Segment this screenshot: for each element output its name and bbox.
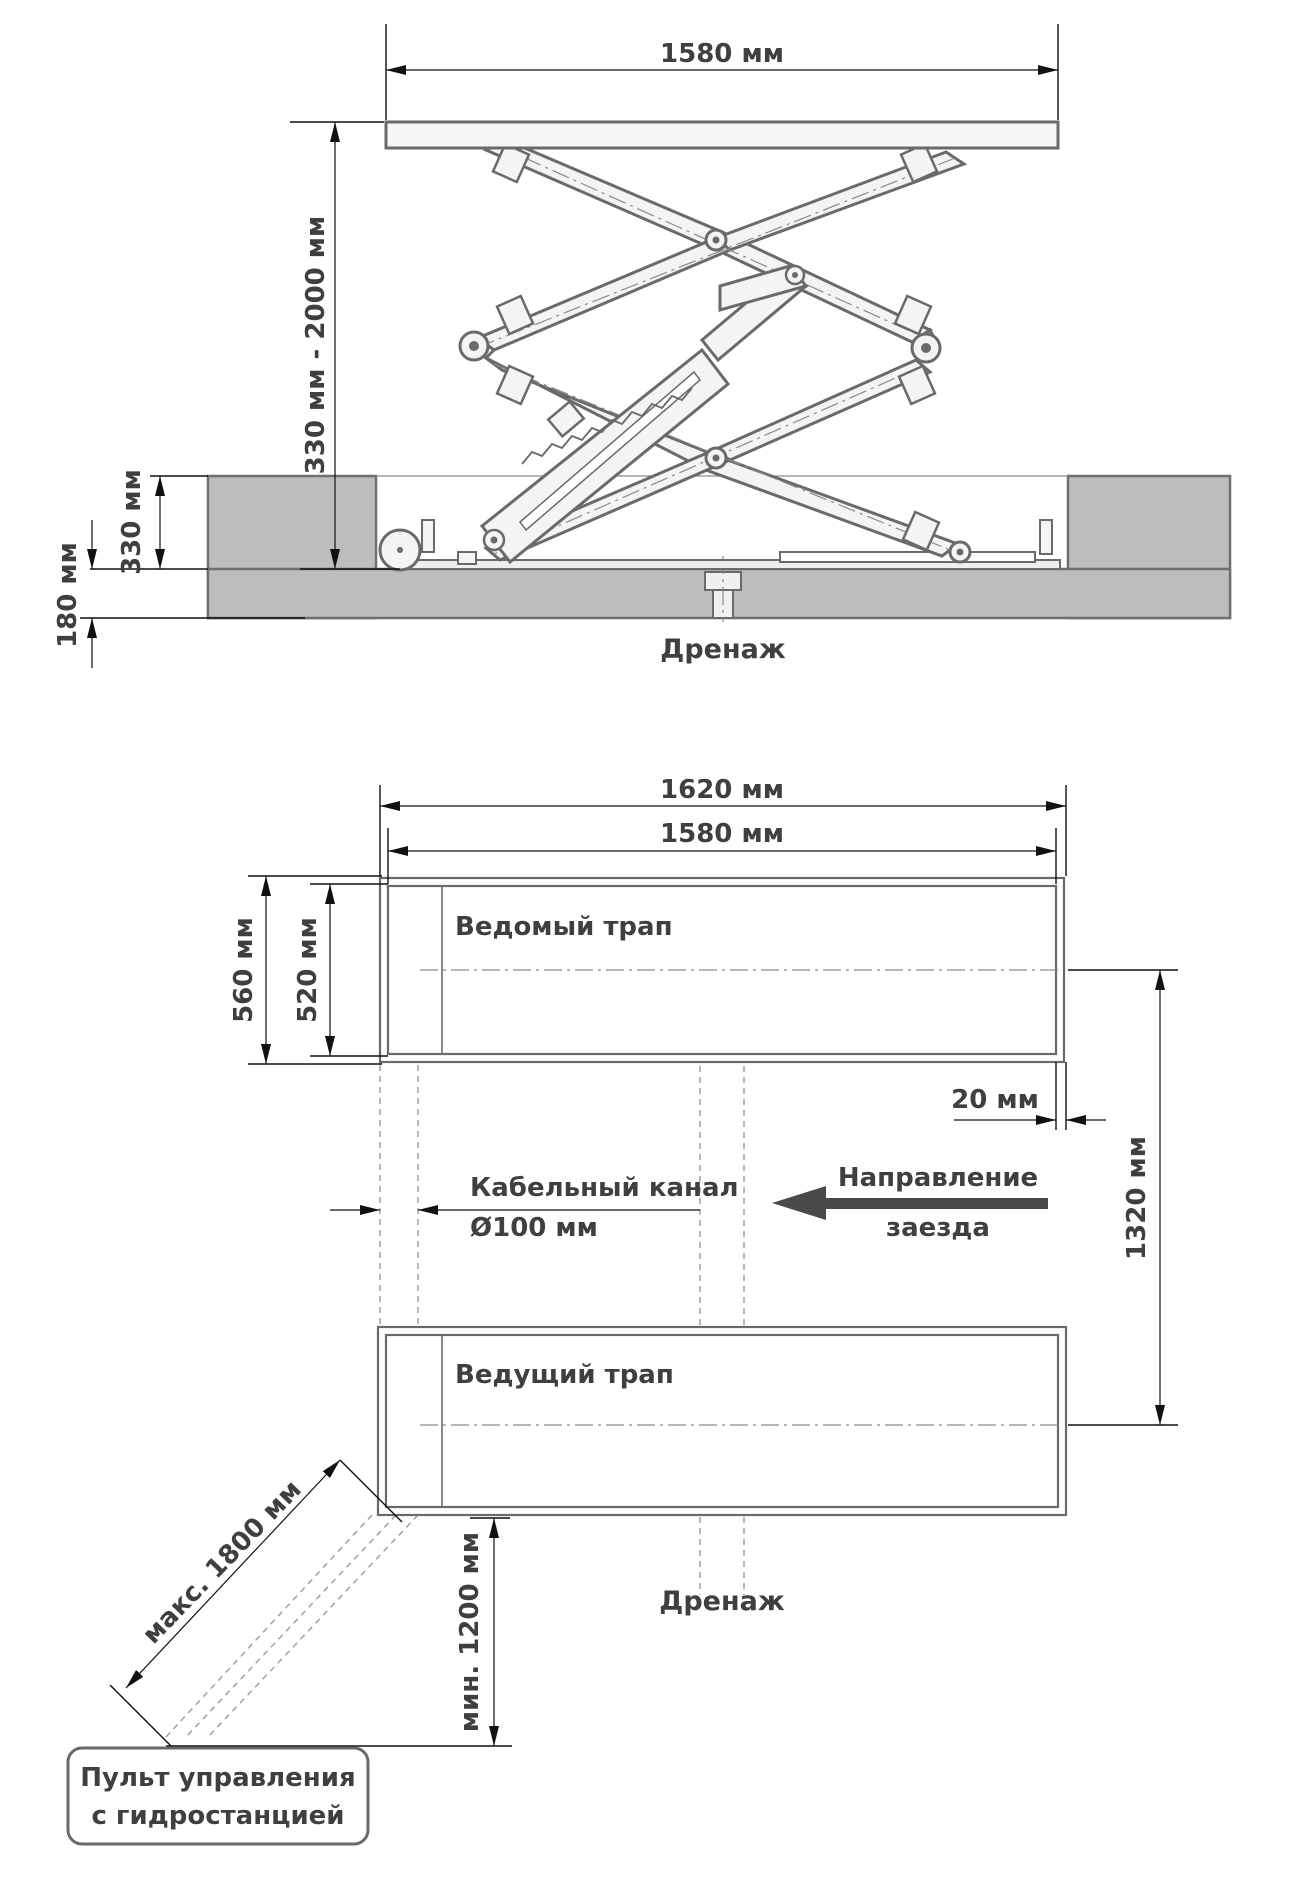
limit-switch-right [1039,519,1053,555]
dim-outer-width [379,785,1067,876]
scissor-mechanism [458,138,972,564]
dim-ramp-outer [248,875,382,1065]
roller-left [378,528,422,572]
width-label-side: 1580 мм [660,39,784,69]
control-unit-line1: Пульт управления [80,1763,355,1793]
ramp-outer-label: 560 мм [229,917,259,1023]
outer-width-label: 1620 мм [660,775,784,805]
direction-label-line1: Направление [838,1163,1038,1193]
dim-base-thickness [80,520,305,668]
control-unit-box [66,1746,370,1846]
pit-depth-label: 330 мм [117,469,147,575]
direction-label-line2: заезда [886,1213,990,1243]
plan-view: Дренаж Ведомый трап Ведущий трап [66,775,1178,1846]
dim-min-distance [166,1517,512,1747]
dim-ramp-inner [310,883,388,1057]
max-hose-label: макс. 1800 мм [137,1475,308,1650]
cable-channel-diameter-label: Ø100 мм [470,1213,598,1243]
driven-ramp [378,876,1066,1064]
driving-ramp [376,1325,1068,1517]
dim-inner-width [387,828,1057,884]
driven-ramp-label: Ведомый трап [455,912,673,942]
direction-arrow-icon [772,1186,1048,1220]
dim-pit-depth [90,475,208,570]
dim-track [1068,969,1178,1426]
lift-platform [384,120,1060,150]
min-distance-label: мин. 1200 мм [455,1532,485,1732]
inner-width-label: 1580 мм [660,819,784,849]
cable-channel-label: Кабельный канал [470,1173,739,1203]
dim-lift-height [290,121,400,570]
gap-label: 20 мм [951,1085,1039,1115]
drain-label-plan: Дренаж [659,1586,785,1617]
hydraulic-cylinder [479,263,809,565]
limit-switch-left [421,519,477,565]
dim-platform-width [385,24,1059,120]
side-view: Дренаж [53,24,1232,668]
ramp-inner-label: 520 мм [293,917,323,1023]
dim-gap [954,1062,1106,1130]
control-unit-line2: с гидростанцией [91,1801,344,1831]
driving-ramp-label: Ведущий трап [455,1360,674,1390]
dim-max-hose [109,1459,403,1756]
base-thickness-label: 180 мм [53,542,83,648]
drain-label-side: Дренаж [660,634,786,665]
track-label: 1320 мм [1122,1136,1152,1260]
cable-channel-plan [164,1065,419,1739]
height-range-label: 330 мм - 2000 мм [301,216,331,475]
